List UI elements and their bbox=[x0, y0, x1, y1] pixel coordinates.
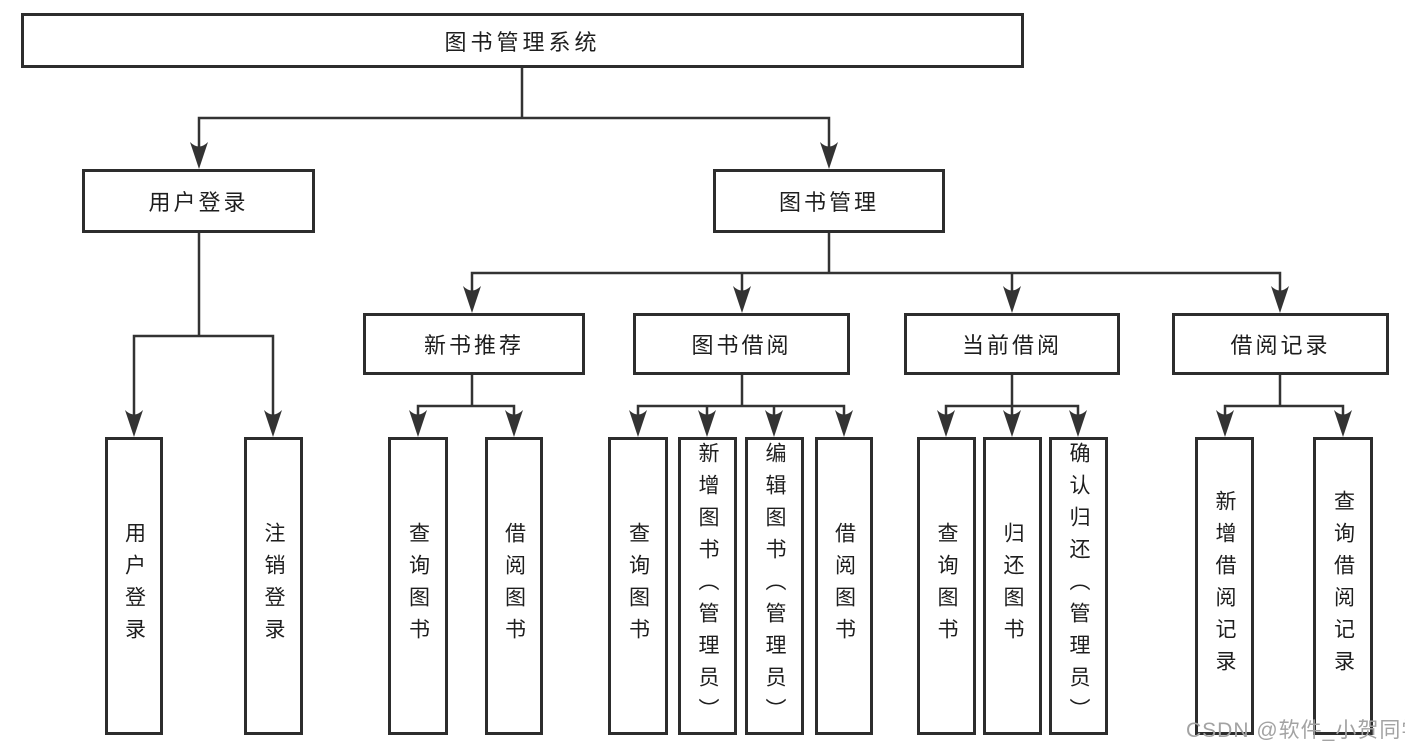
node-label: 借阅图书 bbox=[832, 522, 856, 650]
node-label: 注销登录 bbox=[262, 522, 285, 650]
node-user-login: 用户登录 bbox=[82, 169, 315, 233]
node-label: 归还图书 bbox=[1001, 522, 1024, 650]
node-current-borrowing: 当前借阅 bbox=[904, 313, 1120, 375]
leaf-recommend-query-books: 查询图书 bbox=[388, 437, 448, 735]
node-label: 图书借阅 bbox=[691, 333, 792, 358]
node-label: 借阅图书 bbox=[502, 522, 526, 650]
leaf-borrow-borrow-books: 借阅图书 bbox=[815, 437, 873, 735]
leaf-records-query-record: 查询借阅记录 bbox=[1313, 437, 1373, 735]
node-label: 借阅记录 bbox=[1230, 333, 1331, 358]
node-book-borrowing: 图书借阅 bbox=[633, 313, 850, 375]
leaf-borrow-edit-books-admin: 编辑图书（管理员） bbox=[745, 437, 804, 735]
leaf-current-return-books: 归还图书 bbox=[983, 437, 1042, 735]
leaf-records-add-record: 新增借阅记录 bbox=[1195, 437, 1254, 735]
node-label: 查询借阅记录 bbox=[1331, 490, 1355, 682]
node-label: 查询图书 bbox=[626, 522, 650, 650]
node-label: 用户登录 bbox=[122, 522, 146, 650]
node-label: 新增图书（管理员） bbox=[696, 442, 719, 730]
leaf-current-confirm-return-admin: 确认归还（管理员） bbox=[1049, 437, 1108, 735]
leaf-borrow-add-books-admin: 新增图书（管理员） bbox=[678, 437, 737, 735]
node-library-management-system: 图书管理系统 bbox=[21, 13, 1024, 68]
arrowhead-icons bbox=[125, 142, 1352, 437]
node-label: 图书管理 bbox=[778, 190, 879, 215]
leaf-user-login: 用户登录 bbox=[105, 437, 163, 735]
node-label: 新增借阅记录 bbox=[1213, 490, 1236, 682]
leaf-logout: 注销登录 bbox=[244, 437, 303, 735]
csdn-watermark: CSDN @软件_小贺同学 bbox=[1186, 719, 1405, 742]
node-label: 确认归还（管理员） bbox=[1067, 442, 1090, 730]
leaf-borrow-query-books: 查询图书 bbox=[608, 437, 668, 735]
node-label: 编辑图书（管理员） bbox=[763, 442, 786, 730]
node-label: 图书管理系统 bbox=[444, 29, 601, 55]
node-label: 当前借阅 bbox=[961, 333, 1062, 358]
node-label: 查询图书 bbox=[935, 522, 958, 650]
node-borrowing-records: 借阅记录 bbox=[1172, 313, 1389, 375]
leaf-recommend-borrow-books: 借阅图书 bbox=[485, 437, 543, 735]
node-book-management: 图书管理 bbox=[713, 169, 945, 233]
node-label: 用户登录 bbox=[148, 190, 249, 215]
node-label: 查询图书 bbox=[406, 522, 430, 650]
node-new-book-recommendation: 新书推荐 bbox=[363, 313, 585, 375]
leaf-current-query-books: 查询图书 bbox=[917, 437, 976, 735]
node-label: 新书推荐 bbox=[423, 333, 524, 358]
tree-edges bbox=[132, 66, 1345, 416]
